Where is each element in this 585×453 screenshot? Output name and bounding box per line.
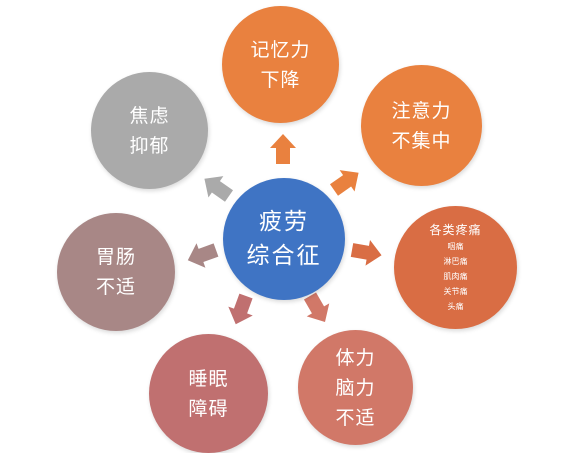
various-pain-node: 各类疼痛 咽痛 淋巴痛 肌肉痛 关节痛 头痛 [394,206,517,329]
node-label: 不适 [335,406,376,429]
fatigue-syndrome-center-node: 疲劳 综合征 [223,178,345,300]
sleep-disorder-node: 睡眠 障碍 [149,334,268,453]
arrow-to-sleep [228,293,253,325]
anxiety-depression-node: 焦虑 抑郁 [91,72,208,189]
arrow-to-pain [350,239,382,266]
node-label: 注意力 [391,99,452,122]
attention-deficit-node: 注意力 不集中 [361,65,482,186]
node-label: 不集中 [391,129,452,152]
node-label: 体力 [335,346,376,369]
pain-item: 肌肉痛 [443,271,468,281]
gastrointestinal-discomfort-node: 胃肠 不适 [57,213,175,331]
pain-item: 咽痛 [447,241,464,251]
arrow-to-body-brain [303,292,330,322]
node-label: 下降 [260,68,301,91]
node-label: 抑郁 [129,134,170,157]
node-label: 记忆力 [250,38,311,61]
arrow-to-attention [329,170,359,196]
physical-mental-discomfort-node: 体力 脑力 不适 [298,330,413,445]
node-label: 焦虑 [129,104,170,127]
arrow-to-stomach [187,243,219,268]
node-label: 障碍 [188,397,229,420]
arrow-to-memory [270,134,296,164]
pain-item: 头痛 [447,301,464,311]
pain-item: 关节痛 [443,286,468,296]
arrow-to-anxiety [204,176,234,202]
node-label: 不适 [95,276,136,298]
node-label: 睡眠 [188,367,229,390]
center-label: 疲劳 [259,209,309,235]
node-label: 脑力 [335,376,376,399]
node-label: 胃肠 [95,246,136,268]
memory-decline-node: 记忆力 下降 [222,6,339,123]
pain-item: 淋巴痛 [443,256,468,266]
node-title: 各类疼痛 [429,222,482,237]
center-label: 综合征 [246,243,322,269]
